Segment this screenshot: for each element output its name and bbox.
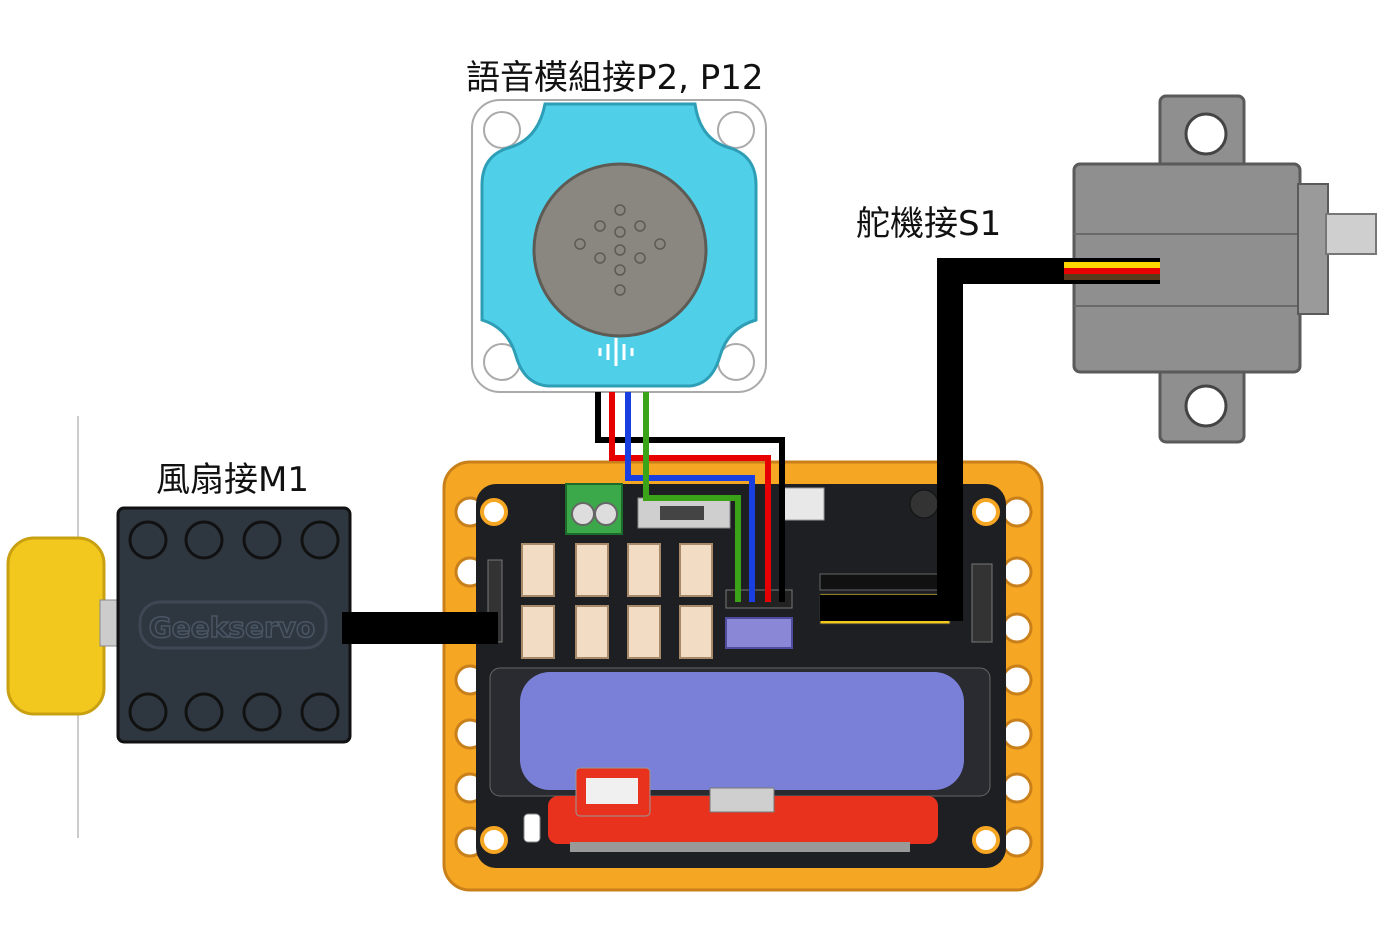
speaker-mic [534,164,706,336]
voice-module [472,100,766,392]
fan-label: 風扇接M1 [156,452,309,501]
servo-shaft [1326,214,1376,254]
i2c-connector [726,618,792,648]
usb-port [784,488,824,520]
fan-brand-text: Geekservo [149,611,316,644]
edge-connector [570,842,910,852]
fan-wire [342,612,498,644]
voice-module-label: 語音模組接P2, P12 [466,50,764,99]
fan-wheel [8,538,104,714]
right-header [972,564,992,642]
servo-label: 舵機接S1 [856,196,1001,245]
buzzer [910,490,938,518]
